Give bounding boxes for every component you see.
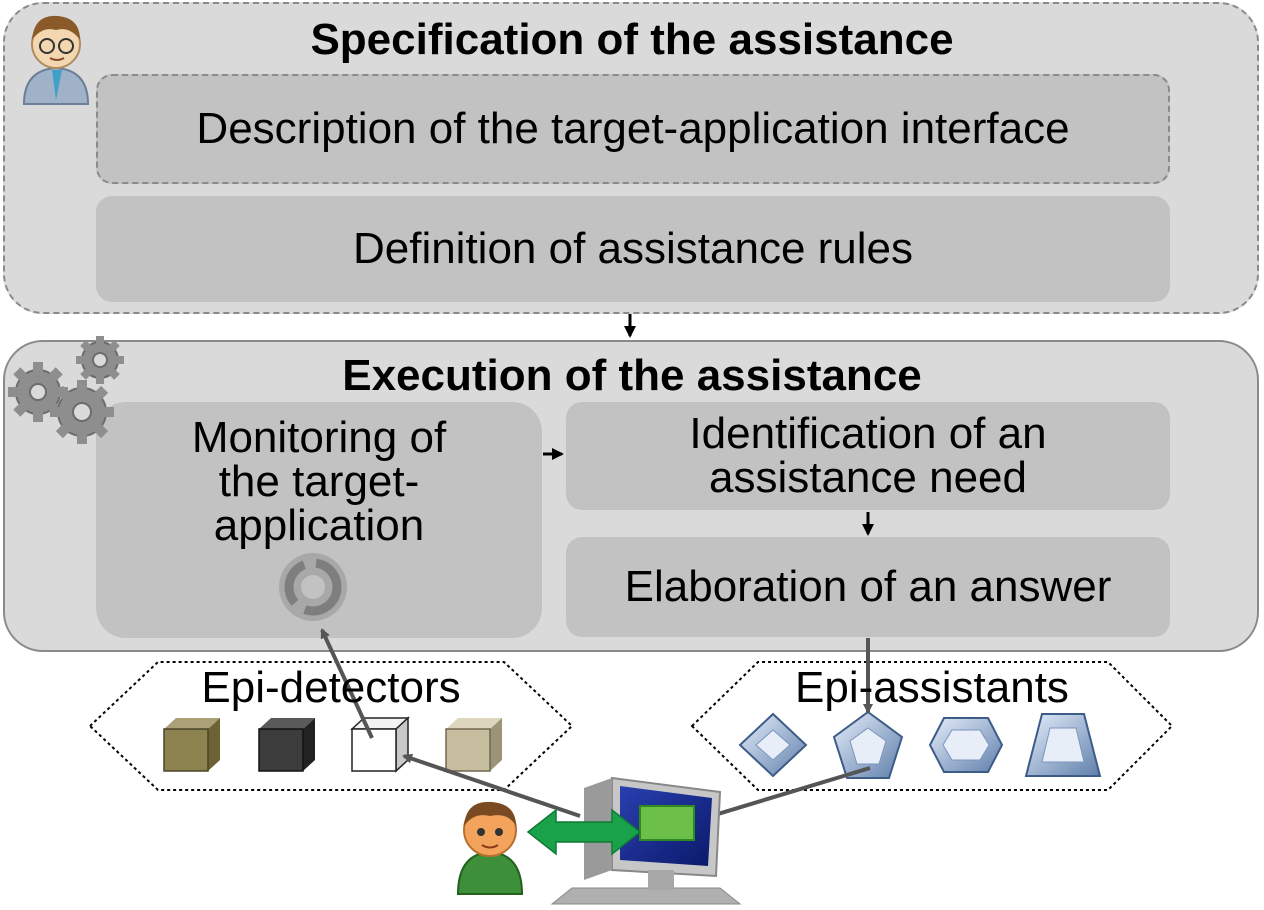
white-cube-icon <box>350 716 410 773</box>
execution-title: Execution of the assistance <box>342 351 922 400</box>
specification-title: Specification of the assistance <box>310 15 954 64</box>
screen-to-detector-arrow <box>402 753 581 818</box>
diamond-gem-icon <box>738 712 808 778</box>
description-box: Description of the target-application in… <box>96 74 1170 184</box>
identification-box: Identification of an assistance need <box>566 402 1170 510</box>
developer-avatar-icon <box>22 15 90 105</box>
dark-cube-icon <box>258 718 315 772</box>
pentagon-gem-icon <box>832 710 904 779</box>
epi-assistants-label: Epi-assistants <box>795 663 1069 712</box>
definition-box: Definition of assistance rules <box>96 196 1170 302</box>
assistant-to-screen-arrow <box>696 766 871 823</box>
hexagon-gem-icon <box>928 717 1004 773</box>
epi-assistants-hexagon <box>690 661 1174 791</box>
identification-line-2: assistance need <box>708 453 1027 502</box>
monitoring-line-1: Monitoring of <box>191 413 447 462</box>
gears-icon <box>8 336 124 444</box>
identification-line-1: Identification of an <box>689 409 1047 458</box>
monitoring-line-3: application <box>213 501 425 550</box>
olive-cube-icon <box>163 718 220 772</box>
epi-detectors-label: Epi-detectors <box>201 663 461 712</box>
user-avatar-icon <box>456 801 524 895</box>
monitoring-line-2: the target- <box>218 457 420 506</box>
monitoring-box: Monitoring of the target- application <box>96 402 542 638</box>
refresh-cycle-icon <box>279 553 347 621</box>
detector-to-monitoring-arrow <box>320 628 374 739</box>
trapezoid-gem-icon <box>1024 713 1102 777</box>
epi-detectors-hexagon <box>88 661 574 791</box>
computer-monitor-icon <box>550 776 742 905</box>
interaction-arrow-icon <box>526 808 642 856</box>
beige-cube-icon <box>445 718 502 772</box>
elaboration-box: Elaboration of an answer <box>566 537 1170 637</box>
